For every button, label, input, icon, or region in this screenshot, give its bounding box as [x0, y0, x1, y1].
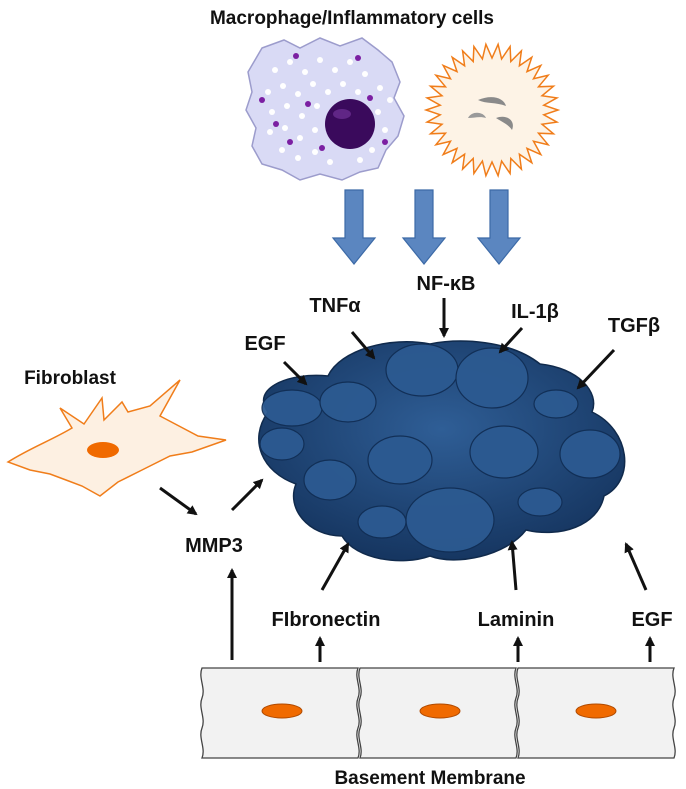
- label-basement-membrane: Basement Membrane: [334, 768, 525, 789]
- block-arrow: [476, 189, 522, 265]
- macrophage-cell-icon: [245, 37, 405, 181]
- basement-membrane-icon: [200, 667, 676, 759]
- label-egf-bottom: EGF: [631, 609, 672, 631]
- label-fibroblast: Fibroblast: [24, 368, 117, 389]
- arrow-laminin: [507, 540, 518, 591]
- granule-shape: [496, 116, 513, 130]
- arrow-egf-top: [282, 360, 308, 386]
- arrow-egf-bottom: [624, 542, 648, 591]
- label-fibronectin: FIbronectin: [272, 609, 381, 631]
- block-arrow: [401, 189, 447, 265]
- arrow-tnf: [350, 331, 376, 360]
- label-nfkb: NF-κB: [417, 273, 476, 295]
- label-tnf: TNFα: [309, 295, 361, 317]
- label-mmp3: MMP3: [185, 535, 243, 557]
- label-il1: IL-1β: [511, 301, 559, 323]
- granule-shape: [468, 112, 486, 118]
- arrow-fibroblast-mmp3: [159, 486, 198, 516]
- membrane-nucleus: [575, 703, 617, 719]
- label-tgf: TGFβ: [608, 315, 660, 337]
- label-egf-top: EGF: [244, 333, 285, 355]
- membrane-nucleus: [419, 703, 461, 719]
- macrophage-nucleus: [325, 99, 375, 149]
- membrane-nucleus: [261, 703, 303, 719]
- fibroblast-cell-icon: [6, 379, 227, 497]
- granule-shape: [478, 97, 506, 106]
- diagram-title: Macrophage/Inflammatory cells: [210, 8, 494, 29]
- tumor-mass-icon: [258, 340, 626, 562]
- arrow-il1: [498, 326, 524, 354]
- fibroblast-nucleus: [87, 442, 119, 458]
- label-laminin: Laminin: [478, 609, 555, 631]
- arrow-tgf: [576, 348, 616, 390]
- inflammatory-cell-icon: [423, 41, 561, 179]
- arrow-fibronectin: [320, 542, 350, 591]
- block-arrow: [331, 189, 377, 265]
- arrow-mmp3-tumor: [230, 478, 264, 512]
